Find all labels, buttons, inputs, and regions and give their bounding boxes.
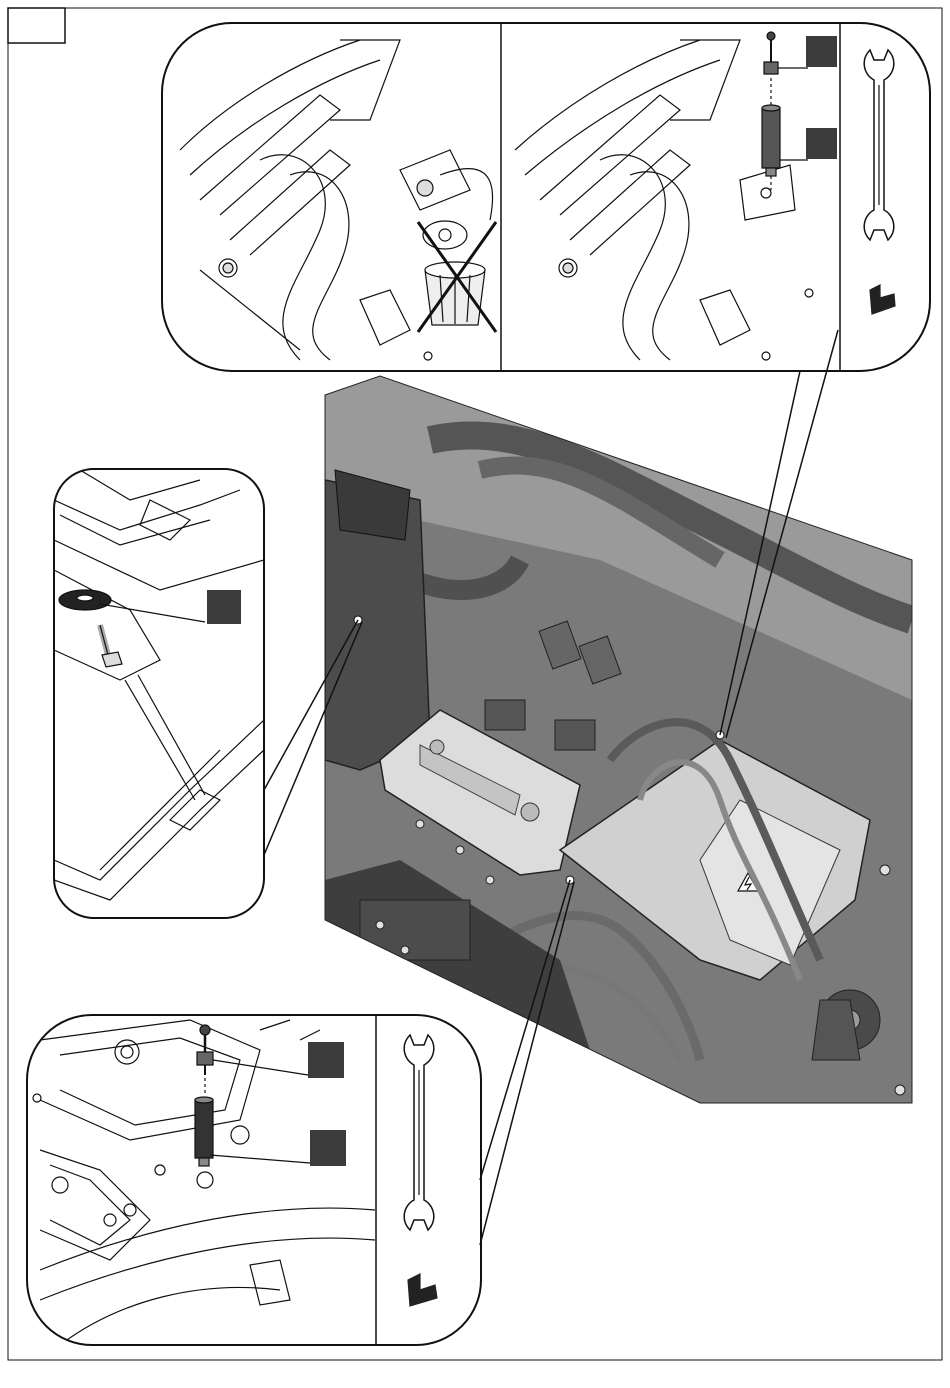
step-number-box [8,8,65,43]
callout-box-bolt [806,36,837,67]
discard-bin-icon [425,262,485,325]
callout-box-standoff [806,128,837,159]
callout-box-washer [207,590,241,624]
rubber-washer-part [59,590,111,610]
callout-box-bolt [308,1042,344,1078]
standoff-spacer-part [195,1097,213,1166]
main-engine-bay-view [320,370,920,1110]
top-detail-panel [162,23,930,371]
bottom-detail-panel [27,1015,481,1345]
standoff-spacer-part [762,105,780,176]
left-detail-panel [54,469,264,918]
callout-box-standoff [310,1130,346,1166]
